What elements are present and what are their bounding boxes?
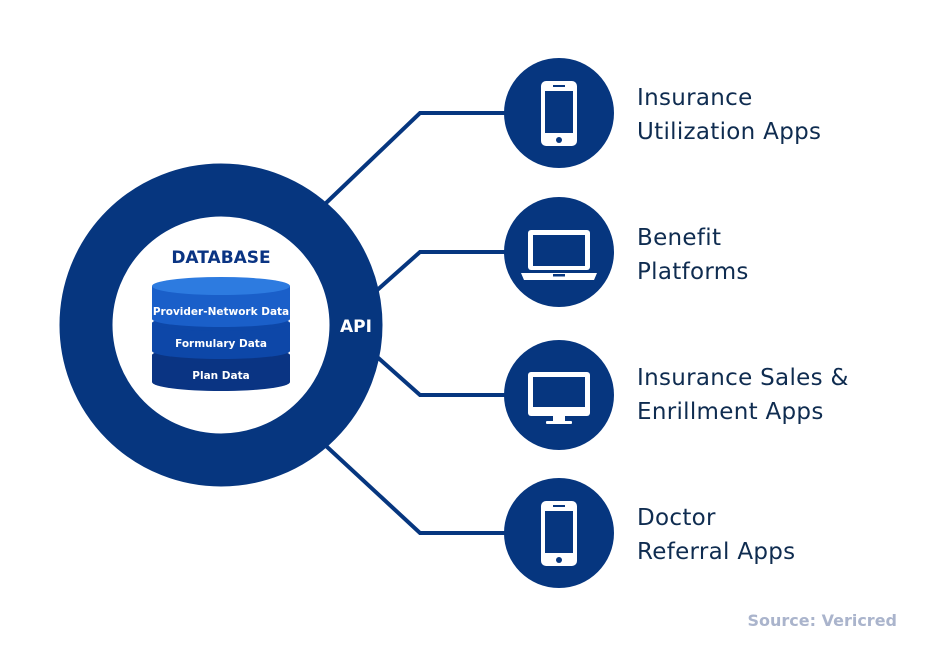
target-label-line: Enrillment Apps bbox=[637, 399, 824, 425]
db-layer-label: Plan Data bbox=[192, 370, 249, 382]
api-label: API bbox=[340, 317, 372, 337]
db-layer-plan bbox=[152, 355, 290, 391]
target-label-line: Insurance bbox=[637, 85, 753, 111]
db-layer-formulary bbox=[152, 323, 290, 359]
smartphone-icon bbox=[541, 501, 577, 566]
db-layer-label: Provider-Network Data bbox=[153, 306, 289, 318]
connector-line-2 bbox=[373, 250, 510, 294]
target-node-1 bbox=[504, 58, 614, 168]
connector-line-1 bbox=[323, 111, 510, 206]
api-ring bbox=[59, 163, 383, 487]
target-label-line: Doctor bbox=[637, 505, 716, 531]
target-label-line: Referral Apps bbox=[637, 539, 796, 565]
target-node-3 bbox=[504, 340, 614, 450]
database-title: DATABASE bbox=[171, 248, 270, 268]
target-node-2 bbox=[504, 197, 614, 307]
smartphone-icon bbox=[541, 81, 577, 146]
db-layer-provider bbox=[152, 286, 290, 327]
source-credit: Source: Vericred bbox=[747, 611, 897, 630]
db-layer-label: Formulary Data bbox=[175, 338, 267, 350]
target-node-4 bbox=[504, 478, 614, 588]
target-label-line: Utilization Apps bbox=[637, 119, 822, 145]
connector-line-3 bbox=[373, 353, 510, 397]
target-label-1: Insurance Utilization Apps bbox=[637, 81, 821, 149]
target-label-line: Insurance Sales & bbox=[637, 365, 849, 391]
target-label-4: Doctor Referral Apps bbox=[637, 501, 795, 569]
target-label-line: Platforms bbox=[637, 259, 749, 285]
target-label-3: Insurance Sales & Enrillment Apps bbox=[637, 361, 849, 429]
target-label-line: Benefit bbox=[637, 225, 722, 251]
desktop-monitor-icon bbox=[528, 372, 590, 424]
target-label-2: Benefit Platforms bbox=[637, 221, 749, 289]
laptop-icon bbox=[521, 230, 597, 280]
database-cylinder-icon bbox=[152, 277, 290, 391]
db-top bbox=[152, 277, 290, 295]
connector-line-4 bbox=[323, 443, 510, 535]
